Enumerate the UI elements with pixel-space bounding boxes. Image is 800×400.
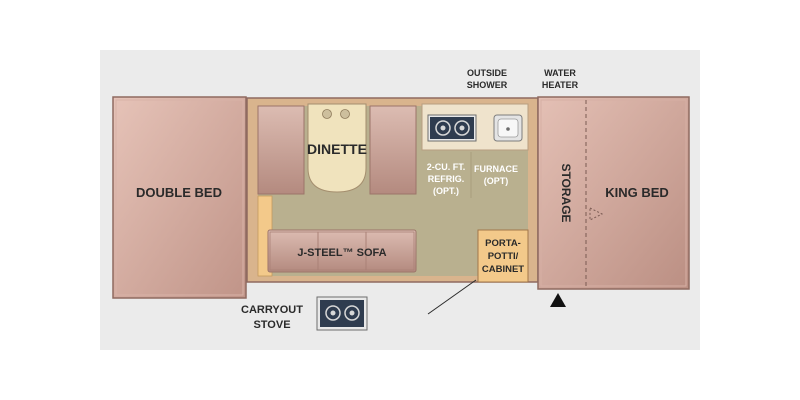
dinette-table [307, 103, 367, 193]
cup-icon [340, 109, 350, 119]
camper-body: DINETTE 2-CU. FT. REFRIG. (OPT.) FURNACE [246, 97, 539, 283]
svg-text:HEATER: HEATER [542, 80, 579, 90]
stove-icon [427, 114, 477, 142]
carryout-stove-icon [316, 296, 368, 331]
svg-text:CARRYOUT: CARRYOUT [241, 304, 303, 316]
porta-potti-cabinet: PORTA- POTTI/ CABINET [477, 229, 529, 283]
svg-text:(OPT.): (OPT.) [433, 186, 459, 196]
cup-icon [322, 109, 332, 119]
double-bed-label: DOUBLE BED [136, 185, 222, 200]
svg-text:STOVE: STOVE [253, 319, 290, 331]
sofa-label: J-STEEL™ SOFA [297, 247, 386, 259]
water-heater-label: WATER HEATER [542, 68, 579, 90]
svg-text:CABINET: CABINET [482, 264, 524, 275]
leader-line [427, 279, 477, 315]
triangle-up-icon [550, 293, 566, 307]
svg-text:(OPT): (OPT) [484, 176, 509, 186]
outside-shower-label: OUTSIDE SHOWER [467, 68, 508, 90]
svg-text:OUTSIDE: OUTSIDE [467, 68, 507, 78]
dinette-label: DINETTE [307, 141, 367, 157]
sink-icon [493, 114, 523, 142]
sofa: J-STEEL™ SOFA [267, 229, 417, 273]
dinette-bench-left [257, 105, 305, 195]
svg-text:SHOWER: SHOWER [467, 80, 508, 90]
svg-text:FURNACE: FURNACE [474, 164, 518, 174]
furnace-label: FURNACE (OPT) [474, 164, 518, 186]
double-bed: DOUBLE BED [112, 96, 247, 299]
king-bed-label: KING BED [605, 185, 669, 200]
dashed-triangle-icon [589, 207, 604, 221]
svg-text:2-CU. FT.: 2-CU. FT. [427, 162, 466, 172]
carryout-stove-label: CARRYOUT STOVE [241, 304, 303, 331]
refrigerator-label: 2-CU. FT. REFRIG. (OPT.) [427, 162, 466, 196]
svg-text:POTTI/: POTTI/ [488, 251, 519, 262]
king-bed: STORAGE KING BED [537, 96, 690, 290]
svg-text:PORTA-: PORTA- [485, 238, 521, 249]
svg-text:WATER: WATER [544, 68, 576, 78]
svg-text:REFRIG.: REFRIG. [428, 174, 465, 184]
dinette-bench-right [369, 105, 417, 195]
storage-label: STORAGE [559, 163, 573, 222]
